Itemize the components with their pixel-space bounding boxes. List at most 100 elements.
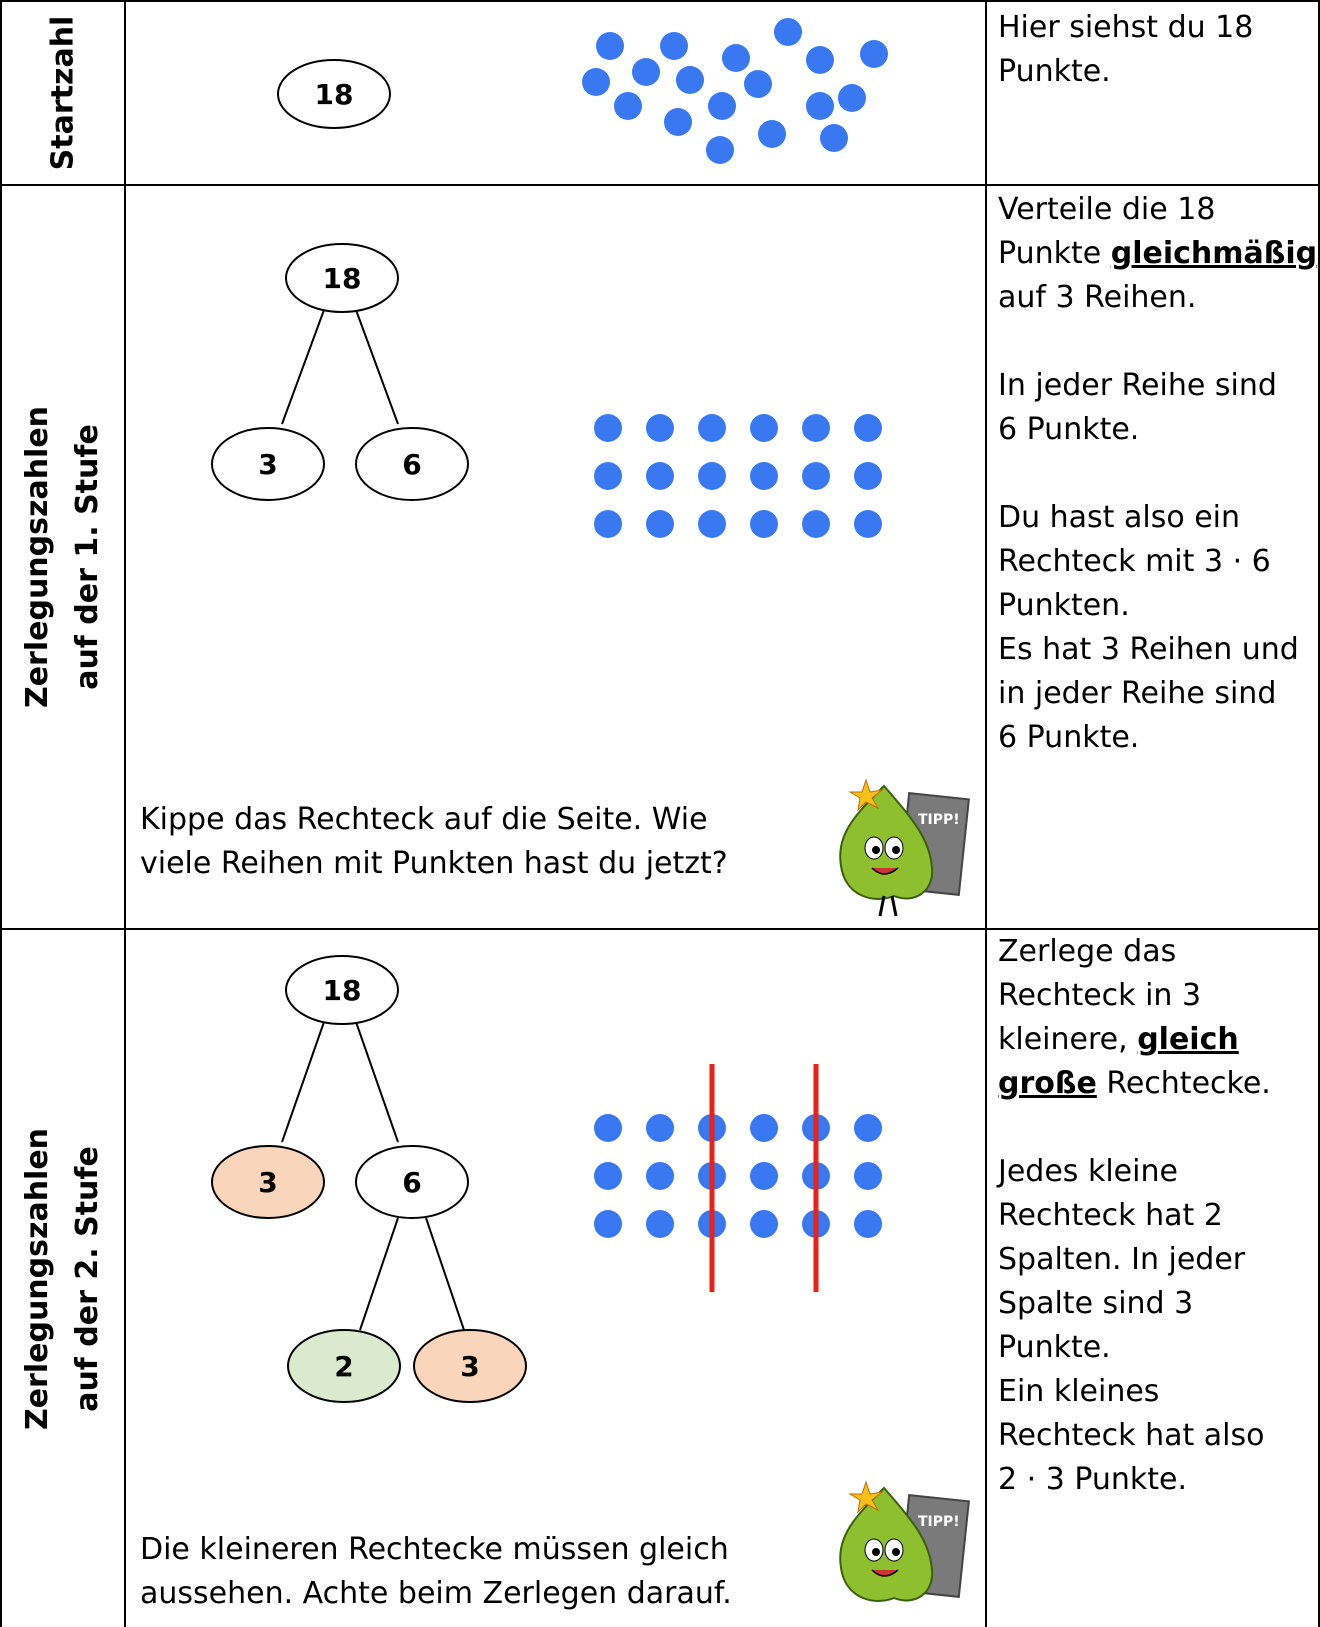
- tree-edge: [281, 1021, 325, 1143]
- dot: [698, 510, 726, 538]
- node-ellipse: [277, 59, 391, 129]
- node-ellipse: [355, 427, 469, 501]
- dot: [698, 414, 726, 442]
- text-line: auf 3 Reihen.: [998, 280, 1197, 315]
- dot: [664, 108, 692, 136]
- tip-line: Kippe das Rechteck auf die Seite. Wie: [140, 802, 708, 837]
- dot: [838, 84, 866, 112]
- node-value: 18: [323, 974, 362, 1007]
- sparkle-icon: [848, 1480, 884, 1514]
- node-ellipse: [211, 427, 325, 501]
- text-line: Ein kleines: [998, 1374, 1160, 1409]
- tree-edge: [359, 1217, 399, 1331]
- tip-line: Die kleineren Rechtecke müssen gleich: [140, 1532, 729, 1567]
- node-ellipse: [285, 955, 399, 1025]
- node-value: 3: [258, 448, 277, 481]
- emphasis: gleichmäßig: [1110, 236, 1318, 271]
- text-line: Jedes kleine: [998, 1154, 1178, 1189]
- row-label-stufe-1: Zerlegungszahlen auf der 1. Stufe: [2, 186, 124, 928]
- table-border-left: [0, 0, 2, 1627]
- text-line: Rechteck mit 3 · 6: [998, 544, 1271, 579]
- dot: [660, 32, 688, 60]
- text-line: Punkten.: [998, 588, 1130, 623]
- text-line: Spalten. In jeder: [998, 1242, 1246, 1277]
- dot: [802, 414, 830, 442]
- label-line: auf der 1. Stufe: [70, 424, 106, 690]
- col-divider-1: [124, 0, 126, 1627]
- start-number-diagram: 18: [277, 18, 888, 164]
- dot: [802, 462, 830, 490]
- dot: [594, 1210, 622, 1238]
- node-value: 18: [315, 78, 354, 111]
- node-value: 3: [258, 1166, 277, 1199]
- mascot-pupil: [892, 1548, 900, 1556]
- node-value: 18: [323, 262, 362, 295]
- mascot-pupil: [872, 1548, 880, 1556]
- dot: [646, 1210, 674, 1238]
- dot: [750, 1210, 778, 1238]
- dot: [750, 462, 778, 490]
- label-line: auf der 2. Stufe: [70, 1145, 106, 1412]
- dot: [750, 510, 778, 538]
- text-line: 2 · 3 Punkte.: [998, 1462, 1188, 1497]
- tree-edge: [355, 309, 399, 425]
- node-value: 6: [402, 1166, 421, 1199]
- tip-mascot: TIPP!: [839, 778, 970, 917]
- tip-mascot: TIPP!: [839, 1480, 970, 1602]
- emphasis: große: [998, 1066, 1097, 1101]
- node-value: 2: [334, 1350, 353, 1383]
- mascot-stem: [890, 895, 898, 917]
- text-line: Rechtecke.: [1096, 1066, 1271, 1101]
- dot: [860, 40, 888, 68]
- node-value: 6: [402, 448, 421, 481]
- dot: [646, 1114, 674, 1142]
- dot: [758, 120, 786, 148]
- col-divider-2: [985, 0, 987, 1627]
- mascot-mouth: [871, 867, 899, 875]
- mascot-pupil: [892, 846, 900, 854]
- dot: [744, 70, 772, 98]
- dot: [708, 92, 736, 120]
- text-line: Du hast also ein: [998, 500, 1241, 535]
- label-line: Zerlegungszahlen: [20, 1127, 56, 1430]
- row-label-stufe-2: Zerlegungszahlen auf der 2. Stufe: [2, 930, 124, 1627]
- stage2-diagram: 18 3 6 2 3 TIPP!: [211, 955, 970, 1602]
- dot: [774, 18, 802, 46]
- text-line: Punkte.: [998, 54, 1111, 89]
- dot: [750, 1162, 778, 1190]
- row-divider-1: [0, 184, 1320, 186]
- tip-line: viele Reihen mit Punkten hast du jetzt?: [140, 846, 728, 881]
- dot: [706, 136, 734, 164]
- dot: [582, 68, 610, 96]
- text-line: Hier siehst du 18: [998, 10, 1254, 45]
- sparkle-icon: [848, 778, 884, 812]
- node-ellipse: [287, 1329, 401, 1403]
- dot: [594, 414, 622, 442]
- tree-edge: [355, 1021, 399, 1143]
- dot: [596, 32, 624, 60]
- text-line: Rechteck in 3: [998, 978, 1202, 1013]
- row-label-startzahl: Startzahl: [2, 2, 124, 184]
- dot: [722, 44, 750, 72]
- dot: [646, 414, 674, 442]
- stage1-diagram: 18 3 6 TIPP!: [211, 243, 970, 917]
- dot: [854, 462, 882, 490]
- text-line: in jeder Reihe sind: [998, 676, 1277, 711]
- dot: [820, 124, 848, 152]
- emphasis: gleich: [1137, 1022, 1239, 1057]
- dot: [594, 510, 622, 538]
- dot: [802, 510, 830, 538]
- dot: [594, 1162, 622, 1190]
- tip-badge: TIPP!: [918, 812, 960, 828]
- table-border-top: [0, 0, 1320, 2]
- tip-badge: TIPP!: [918, 1514, 960, 1530]
- text-line: 6 Punkte.: [998, 720, 1140, 755]
- dot: [646, 1162, 674, 1190]
- mascot-stem: [878, 895, 886, 917]
- dot: [750, 1114, 778, 1142]
- stage1-tip: Kippe das Rechteck auf die Seite. Wie vi…: [140, 798, 728, 886]
- dot: [646, 462, 674, 490]
- dot: [854, 414, 882, 442]
- text-line: Punkte: [998, 236, 1111, 271]
- node-ellipse: [413, 1329, 527, 1403]
